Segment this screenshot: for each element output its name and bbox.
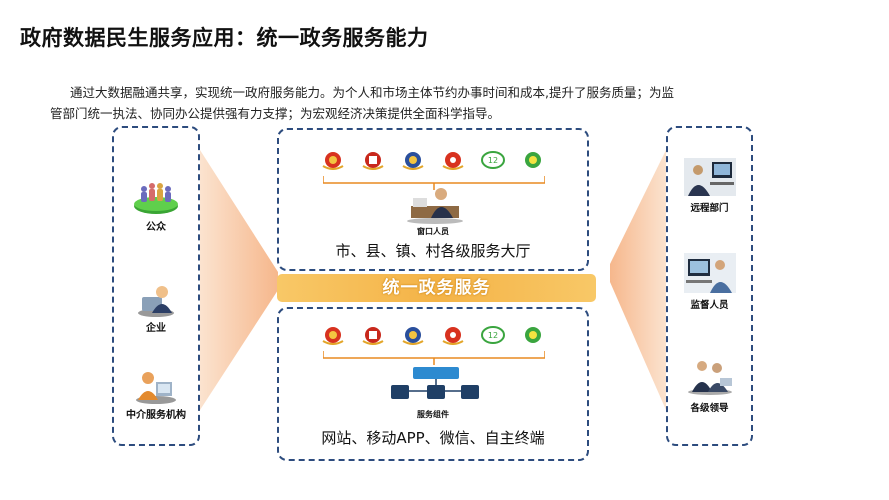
agency-emblem-row-bottom: 12 — [279, 325, 587, 345]
public-label: 公众 — [146, 222, 166, 233]
emblem-icon-1 — [322, 152, 344, 170]
intro-line-1: 通过大数据融通共享，实现统一政府服务能力。为个人和市场主体节约办事时间和成本,提… — [70, 85, 674, 100]
page-title: 政府数据民生服务应用：统一政务服务能力 — [20, 26, 429, 50]
emblem-icon-2 — [362, 327, 384, 345]
supervisor-label: 监督人员 — [690, 300, 729, 311]
right-fan-arrow — [610, 150, 666, 410]
online-channels-caption: 网站、移动APP、微信、自主终端 — [321, 429, 545, 447]
emblem-icon-4 — [442, 152, 464, 170]
leaders-label: 各级领导 — [690, 403, 729, 414]
service-components-label: 服务组件 — [417, 410, 449, 419]
svg-text:12: 12 — [488, 331, 498, 340]
emblem-icon-5: 12 — [481, 326, 505, 344]
emblem-icon-1 — [322, 327, 344, 345]
agency-emblem-row-top: 12 — [279, 150, 587, 170]
agency-item: 中介服务机构 — [114, 368, 198, 421]
service-hall-caption: 市、县、镇、村各级服务大厅 — [335, 242, 531, 260]
remote-dept-label: 远程部门 — [690, 203, 729, 214]
enterprise-item: 企业 — [114, 283, 198, 334]
emblem-icon-6 — [525, 327, 541, 343]
business-user-icon — [138, 286, 174, 317]
emblem-icon-2 — [362, 152, 384, 170]
leaders-icon — [687, 361, 732, 395]
emblem-icon-3 — [402, 152, 424, 170]
online-channels-box: 12 服务组件 网站、移动APP、微信、自主终端 — [277, 307, 589, 461]
agency-icon — [136, 372, 176, 404]
window-staff-icon — [407, 188, 463, 224]
emblem-icon-3 — [402, 327, 424, 345]
right-user-panel: 远程部门 监督人员 各级领导 — [666, 126, 753, 446]
svg-text:12: 12 — [488, 156, 498, 165]
service-hall-box: 12 窗口人员 市、县、镇、村各级服务大厅 — [277, 128, 589, 271]
intro-text: 通过大数据融通共享，实现统一政府服务能力。为个人和市场主体节约办事时间和成本,提… — [50, 82, 810, 124]
remote-office-icon — [683, 158, 736, 196]
crowd-icon — [134, 183, 178, 214]
supervisor-icon — [683, 253, 736, 293]
emblem-icon-4 — [442, 327, 464, 345]
service-components-icon — [391, 367, 479, 399]
enterprise-label: 企业 — [146, 323, 166, 334]
left-fan-arrow — [200, 150, 278, 410]
unified-service-band: 统一政务服务 — [277, 274, 596, 302]
emblem-icon-5: 12 — [481, 151, 505, 169]
connector-bracket-top — [323, 176, 545, 190]
agency-label: 中介服务机构 — [126, 410, 186, 421]
window-staff-label: 窗口人员 — [417, 227, 449, 236]
supervisor-item: 监督人员 — [668, 253, 751, 311]
emblem-icon-6 — [525, 152, 541, 168]
intro-line-2: 管部门统一执法、协同办公提供强有力支撑；为宏观经济决策提供全面科学指导。 — [50, 106, 501, 121]
remote-dept-item: 远程部门 — [668, 158, 751, 214]
public-item: 公众 — [114, 178, 198, 233]
left-user-panel: 公众 企业 中介服务机构 — [112, 126, 200, 446]
connector-bracket-bottom — [323, 351, 545, 365]
leaders-item: 各级领导 — [668, 356, 751, 414]
